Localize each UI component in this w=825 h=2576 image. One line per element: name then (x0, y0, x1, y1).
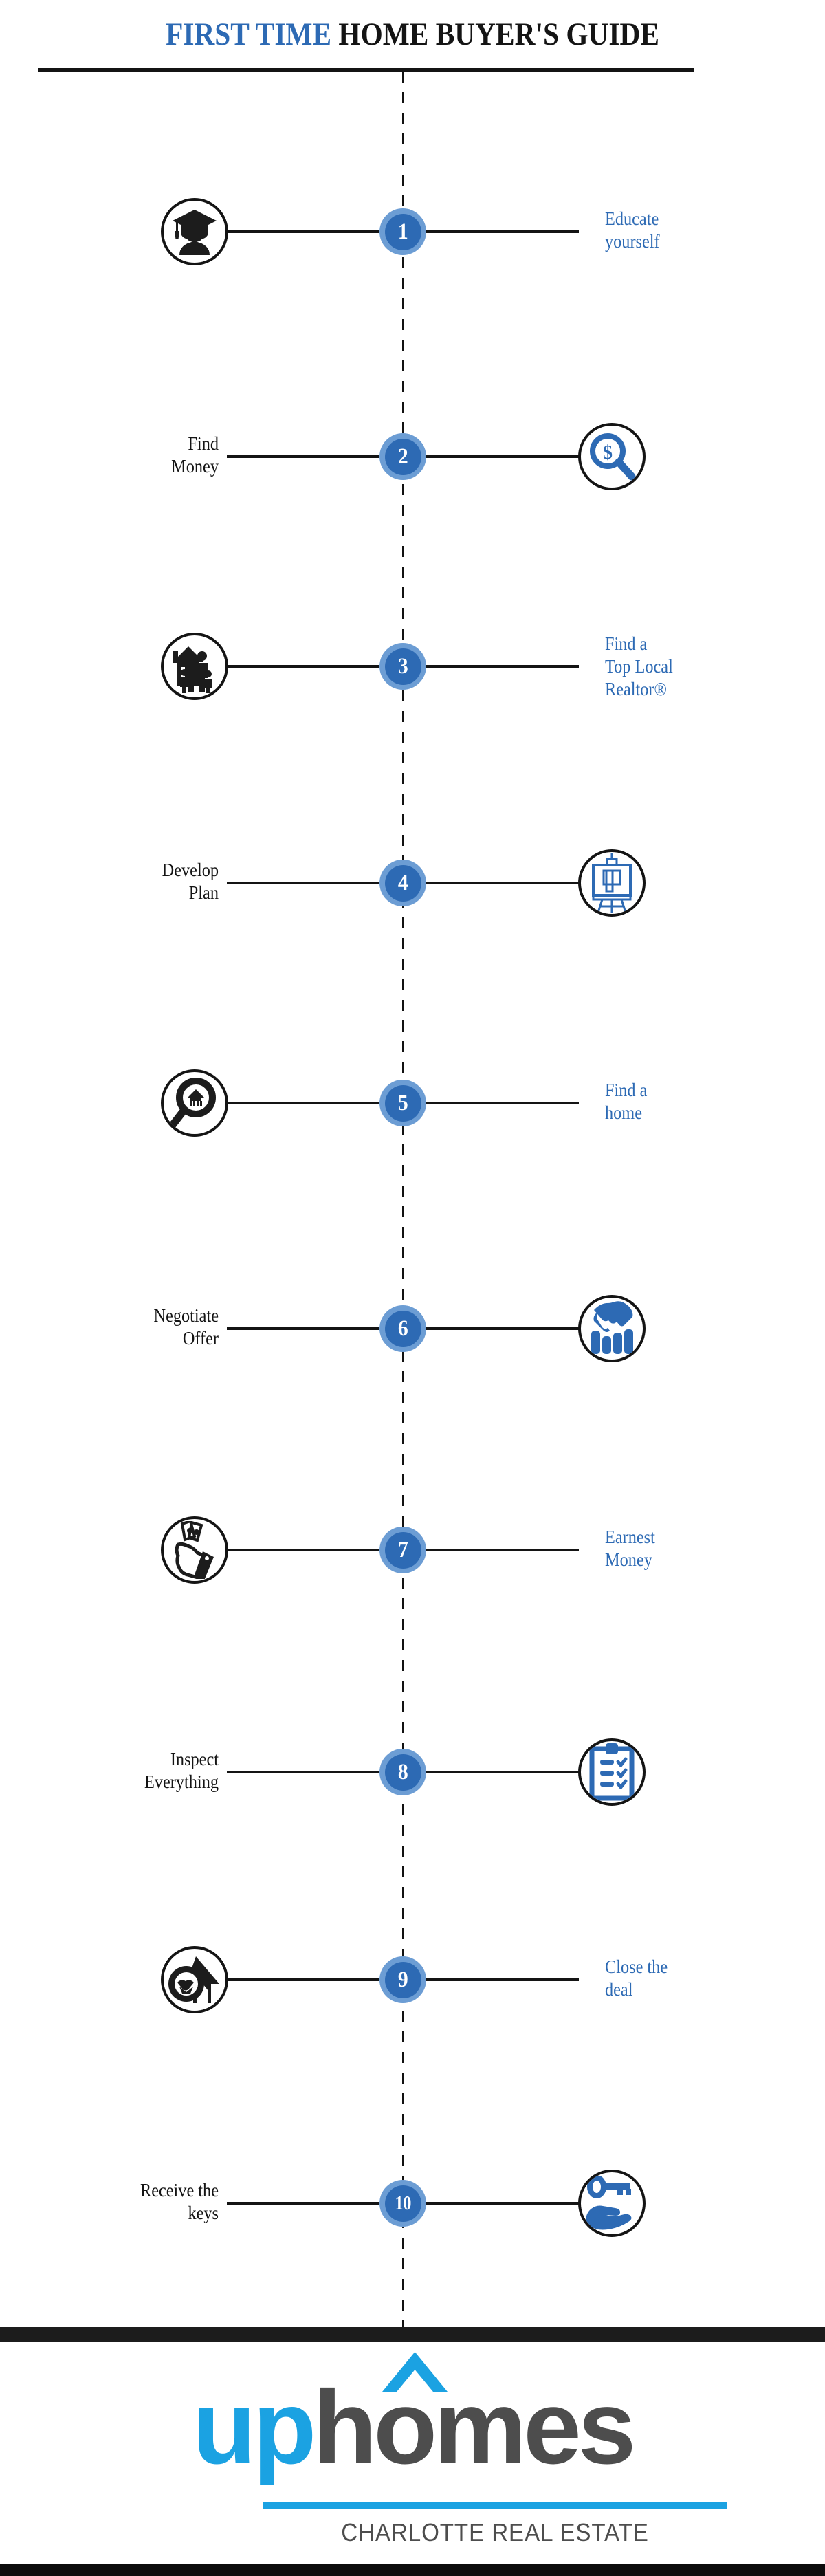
step-label-7: Earnest Money (605, 1527, 655, 1570)
house-magnifier-icon (161, 1069, 228, 1137)
logo-homes-text: homes (313, 2369, 636, 2486)
step-label-2: Find Money (171, 433, 219, 477)
connector-left (227, 665, 380, 668)
step-number: 5 (397, 1090, 408, 1115)
step-badge-inner: 6 (384, 1310, 421, 1347)
footer-top-bar (0, 2327, 825, 2342)
step-number: 4 (397, 870, 408, 895)
hand-key-icon (578, 2170, 646, 2237)
connector-right (426, 455, 579, 458)
step-label-10: Receive the keys (140, 2180, 219, 2223)
connector-right (426, 1327, 579, 1330)
easel-plan-icon (578, 849, 646, 917)
step-row-5: 5 Find a home (0, 1049, 825, 1159)
title-blue-part: FIRST TIME (166, 17, 332, 52)
connector-right (426, 2202, 579, 2205)
step-label-6: Negotiate Offer (153, 1305, 219, 1349)
step-row-1: 1 Educate yourself (0, 177, 825, 287)
step-badge-inner: 8 (384, 1754, 421, 1791)
step-badge-inner: 4 (384, 864, 421, 902)
step-label-4: Develop Plan (162, 860, 219, 903)
connector-left (227, 1327, 380, 1330)
graduate-icon (161, 198, 228, 265)
step-row-8: Inspect Everything 8 (0, 1718, 825, 1828)
step-badge-1: 1 (380, 208, 426, 255)
step-row-7: 7 Earnest Money (0, 1496, 825, 1606)
step-number: 8 (397, 1759, 408, 1784)
step-badge-inner: 5 (384, 1084, 421, 1122)
connector-right (426, 1771, 579, 1773)
brand-logo: uphomes CHARLOTTE REAL ESTATE (0, 2349, 825, 2562)
connector-left (227, 2202, 380, 2205)
connector-right (426, 1978, 579, 1981)
connector-right (426, 1549, 579, 1551)
connector-left (227, 455, 380, 458)
step-badge-6: 6 (380, 1305, 426, 1352)
step-badge-9: 9 (380, 1956, 426, 2003)
step-row-4: Develop Plan 4 (0, 829, 825, 939)
handshake-chart-icon (578, 1295, 646, 1362)
step-badge-inner: 3 (384, 648, 421, 685)
connector-left (227, 1549, 380, 1551)
handshake-house-icon (161, 1946, 228, 2013)
step-badge-3: 3 (380, 643, 426, 690)
step-number: 7 (397, 1537, 408, 1562)
step-badge-inner: 1 (384, 213, 421, 250)
title-black-part: HOME BUYER'S GUIDE (338, 17, 659, 52)
clipboard-checklist-icon (578, 1738, 646, 1806)
step-badge-inner: 7 (384, 1531, 421, 1569)
connector-right (426, 230, 579, 233)
family-house-icon (161, 633, 228, 700)
hand-cash-icon (161, 1516, 228, 1584)
step-number: 1 (397, 219, 408, 244)
logo-tagline: CHARLOTTE REAL ESTATE (341, 2518, 649, 2546)
footer-bottom-bar (0, 2564, 825, 2576)
step-badge-5: 5 (380, 1080, 426, 1126)
step-badge-4: 4 (380, 860, 426, 906)
timeline-spine (402, 72, 404, 2327)
step-badge-inner: 10 (384, 2185, 421, 2222)
step-label-3: Find a Top Local Realtor® (605, 633, 673, 699)
step-row-2: Find Money 2 $ (0, 402, 825, 512)
header-divider (38, 68, 694, 72)
step-row-3: 3 Find a Top Local Realtor® (0, 612, 825, 722)
step-number: 10 (395, 2192, 411, 2214)
chevron-roof-icon (382, 2349, 448, 2418)
step-row-6: Negotiate Offer 6 (0, 1274, 825, 1384)
step-number: 3 (397, 653, 408, 679)
connector-left (227, 1102, 380, 1104)
step-badge-inner: 2 (384, 438, 421, 475)
page-title: FIRST TIME HOME BUYER'S GUIDE (50, 15, 776, 54)
step-label-5: Find a home (605, 1080, 648, 1123)
logo-wordmark: uphomes (0, 2375, 825, 2480)
step-badge-inner: 9 (384, 1961, 421, 1998)
header: FIRST TIME HOME BUYER'S GUIDE (0, 0, 825, 76)
connector-left (227, 1771, 380, 1773)
step-badge-7: 7 (380, 1527, 426, 1573)
step-label-1: Educate yourself (605, 208, 660, 252)
step-number: 9 (397, 1967, 408, 1992)
connector-left (227, 230, 380, 233)
step-row-10: Receive the keys 10 (0, 2149, 825, 2259)
step-number: 6 (397, 1316, 408, 1341)
step-badge-8: 8 (380, 1749, 426, 1795)
step-label-8: Inspect Everything (144, 1749, 219, 1792)
connector-right (426, 1102, 579, 1104)
step-row-9: 9 Close the deal (0, 1925, 825, 2035)
step-number: 2 (397, 444, 408, 469)
step-badge-10: 10 (380, 2180, 426, 2227)
dollar-magnifier-icon: $ (578, 423, 646, 490)
logo-underline (263, 2502, 727, 2509)
connector-left (227, 882, 380, 884)
svg-text:$: $ (603, 442, 613, 463)
connector-right (426, 665, 579, 668)
connector-left (227, 1978, 380, 1981)
logo-up-text: up (192, 2369, 317, 2486)
step-badge-2: 2 (380, 433, 426, 480)
connector-right (426, 882, 579, 884)
step-label-9: Close the deal (605, 1956, 668, 2000)
